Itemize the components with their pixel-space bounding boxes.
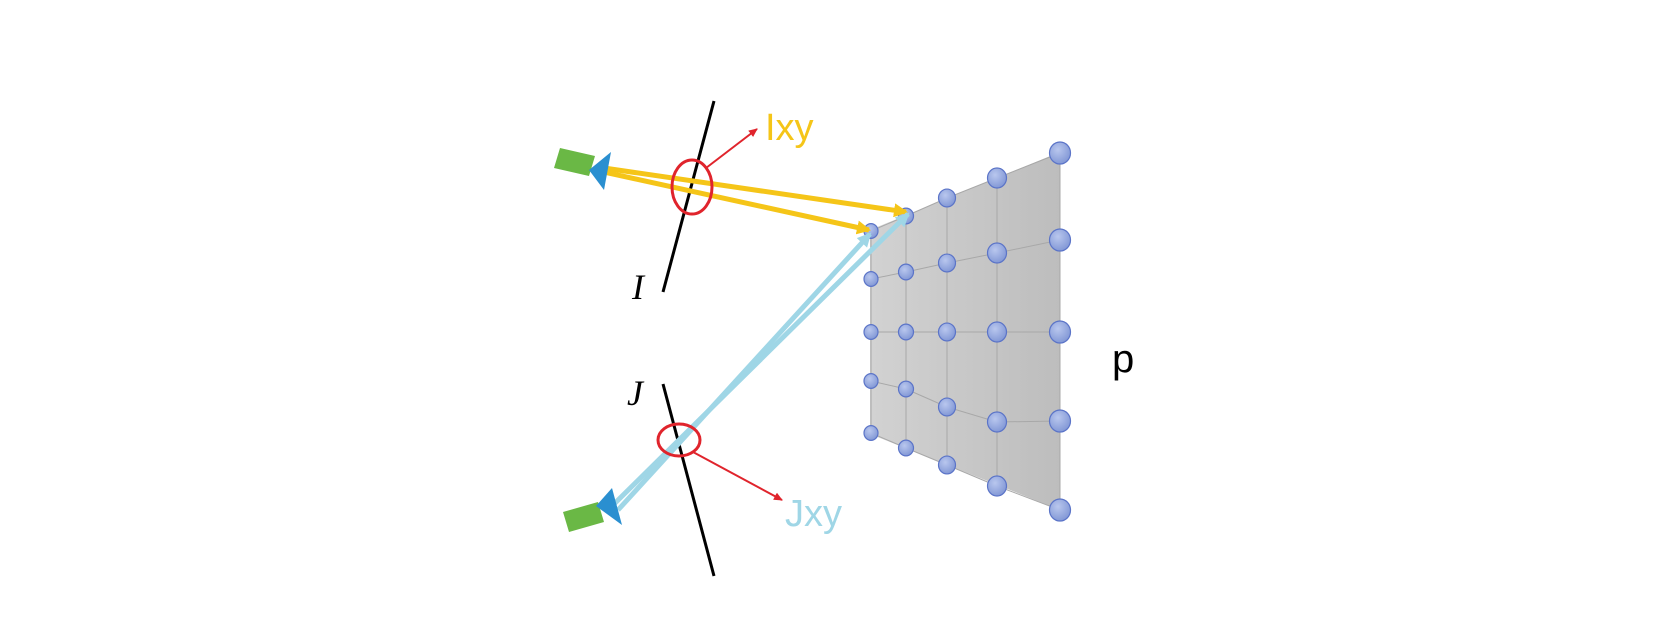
camera-j-lens	[596, 488, 622, 525]
camera-j-body	[563, 502, 604, 532]
rays-i	[603, 165, 908, 235]
grid-point	[863, 373, 879, 389]
grid-point	[897, 439, 915, 457]
grid-point	[897, 263, 915, 281]
camera-i-icon	[554, 148, 611, 190]
grid-point	[1048, 498, 1072, 522]
camera-j-icon	[563, 488, 622, 532]
grid-point	[937, 253, 957, 273]
label-image-i: I	[631, 267, 646, 307]
image-line-j	[661, 383, 716, 577]
ray-i-1	[603, 165, 908, 218]
callout-arrow-j	[692, 451, 783, 501]
grid-point	[937, 322, 957, 342]
grid-point	[863, 271, 879, 287]
intersection-ellipse-i	[670, 158, 714, 216]
intersection-ellipse-j	[656, 422, 702, 458]
grid-point	[986, 321, 1008, 343]
label-ixy: Ixy	[765, 107, 814, 149]
ray-i-2	[603, 169, 871, 235]
grid-point	[863, 425, 879, 441]
camera-i-lens	[589, 152, 611, 190]
grid-point	[863, 324, 879, 340]
grid-point	[1048, 228, 1072, 252]
callout-arrow-i	[705, 128, 758, 169]
camera-i-body	[554, 148, 595, 176]
plane-p	[863, 141, 1072, 522]
grid-point	[937, 188, 957, 208]
grid-point	[986, 167, 1008, 189]
grid-point	[897, 380, 915, 398]
label-plane-p: p	[1112, 337, 1134, 381]
grid-point	[1048, 141, 1072, 165]
image-line-i	[661, 100, 716, 293]
grid-point	[986, 475, 1008, 497]
ray-j-1	[608, 212, 910, 510]
plane-grid-points	[863, 141, 1072, 522]
label-jxy: Jxy	[785, 493, 842, 535]
plane-surface	[870, 152, 1060, 510]
grid-point	[897, 323, 915, 341]
grid-point	[986, 242, 1008, 264]
grid-point	[1048, 320, 1072, 344]
rays-j	[608, 212, 910, 512]
label-image-j: J	[627, 373, 645, 413]
ray-j-2	[616, 232, 872, 512]
grid-point	[937, 397, 957, 417]
grid-point	[1048, 409, 1072, 433]
grid-point	[937, 455, 957, 475]
grid-point	[986, 411, 1008, 433]
